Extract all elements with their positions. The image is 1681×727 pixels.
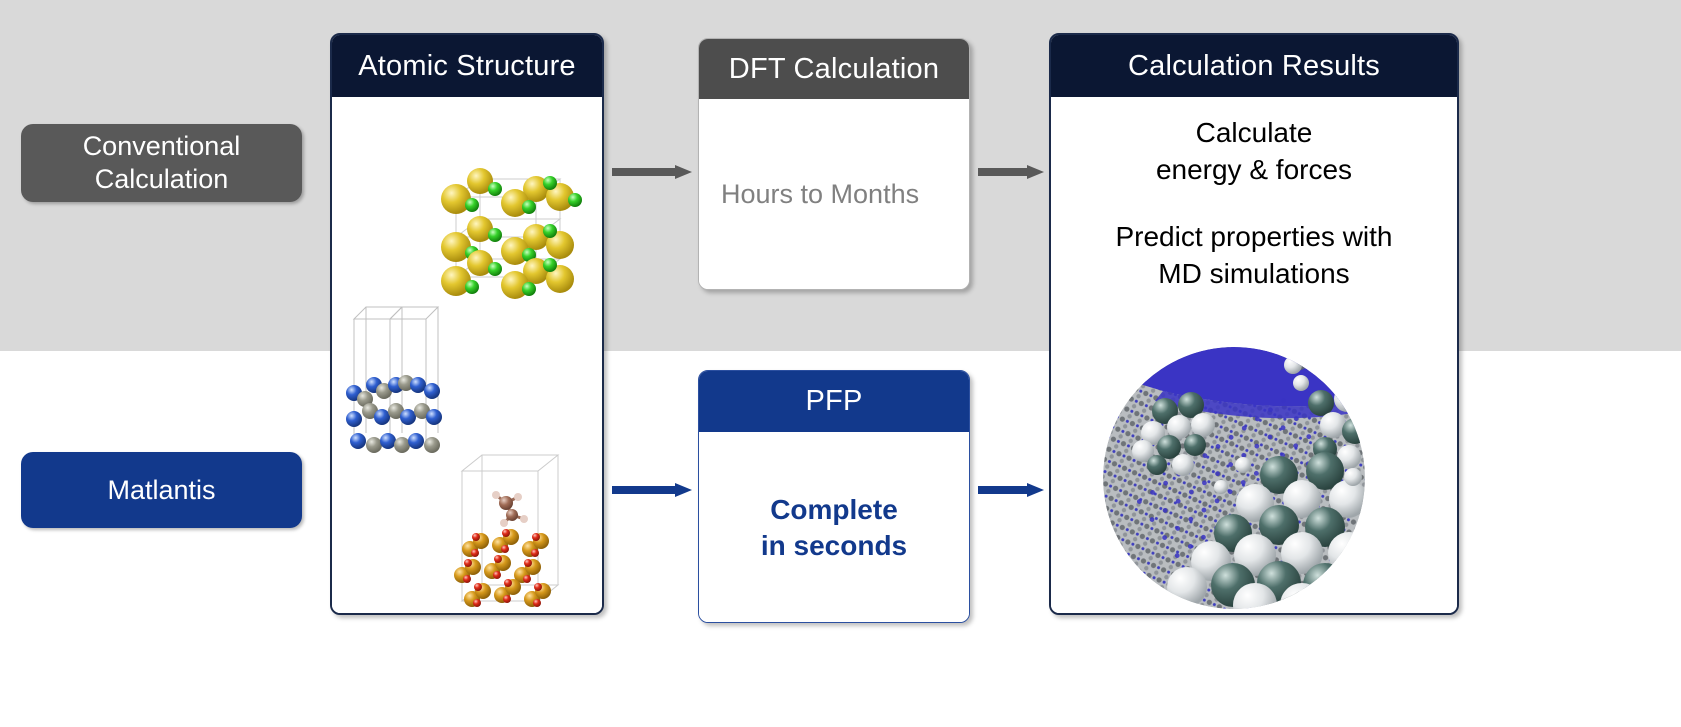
conventional-label-line1: Conventional [82,131,241,162]
arrow-atomic-to-pfp [612,483,692,497]
card-pfp-body: Complete in seconds [699,432,969,622]
card-calculation-results-title: Calculation Results [1127,49,1381,82]
arrow-shaft [612,486,676,494]
matlantis-label: Matlantis [107,474,216,505]
results-block2-line1: Predict properties with [1115,220,1393,252]
card-atomic-structure[interactable]: Atomic Structure [330,33,604,615]
results-block2-line2: MD simulations [1158,257,1350,289]
card-calculation-results-body: Calculate energy & forces Predict proper… [1051,97,1457,613]
results-block1-line1: Calculate [1195,117,1313,148]
card-pfp-title: PFP [805,385,863,417]
arrow-pfp-to-results [978,483,1044,497]
arrow-head [675,165,692,179]
card-atomic-structure-header: Atomic Structure [332,35,602,97]
row-label-conventional-calculation[interactable]: Conventional Calculation [21,124,302,202]
gold-green-crystal-lattice-icon [432,159,582,299]
arrow-head [1027,165,1044,179]
arrow-shaft [612,168,676,176]
dft-duration-text: Hours to Months [721,178,920,209]
md-simulation-circle-image [1103,347,1365,609]
arrow-dft-to-results [978,165,1044,179]
card-dft-calculation[interactable]: DFT Calculation Hours to Months [698,38,970,290]
card-pfp[interactable]: PFP Complete in seconds [698,370,970,623]
results-block-2: Predict properties with MD simulations [1051,219,1457,293]
row-label-matlantis[interactable]: Matlantis [21,452,302,528]
arrow-shaft [978,168,1028,176]
arrow-head [1027,483,1044,497]
card-atomic-structure-title: Atomic Structure [358,49,576,82]
card-pfp-header: PFP [699,371,969,432]
blue-gray-slab-cell-icon [344,295,454,465]
card-dft-calculation-header: DFT Calculation [699,39,969,99]
arrow-atomic-to-dft [612,165,692,179]
pfp-body-line2: in seconds [760,530,908,561]
results-block-1: Calculate energy & forces [1051,115,1457,189]
orange-red-oxide-with-molecule-icon [450,445,570,613]
results-text-block: Calculate energy & forces Predict proper… [1051,97,1457,293]
card-dft-calculation-body: Hours to Months [699,99,969,289]
conventional-label-line2: Calculation [94,164,229,194]
card-dft-calculation-title: DFT Calculation [728,52,940,85]
arrow-head [675,483,692,497]
card-atomic-structure-body [332,97,602,613]
card-calculation-results[interactable]: Calculation Results Calculate energy & f… [1049,33,1459,615]
results-block1-line2: energy & forces [1155,153,1353,185]
pfp-body-line1: Complete [770,493,898,525]
arrow-shaft [978,486,1028,494]
card-calculation-results-header: Calculation Results [1051,35,1457,97]
